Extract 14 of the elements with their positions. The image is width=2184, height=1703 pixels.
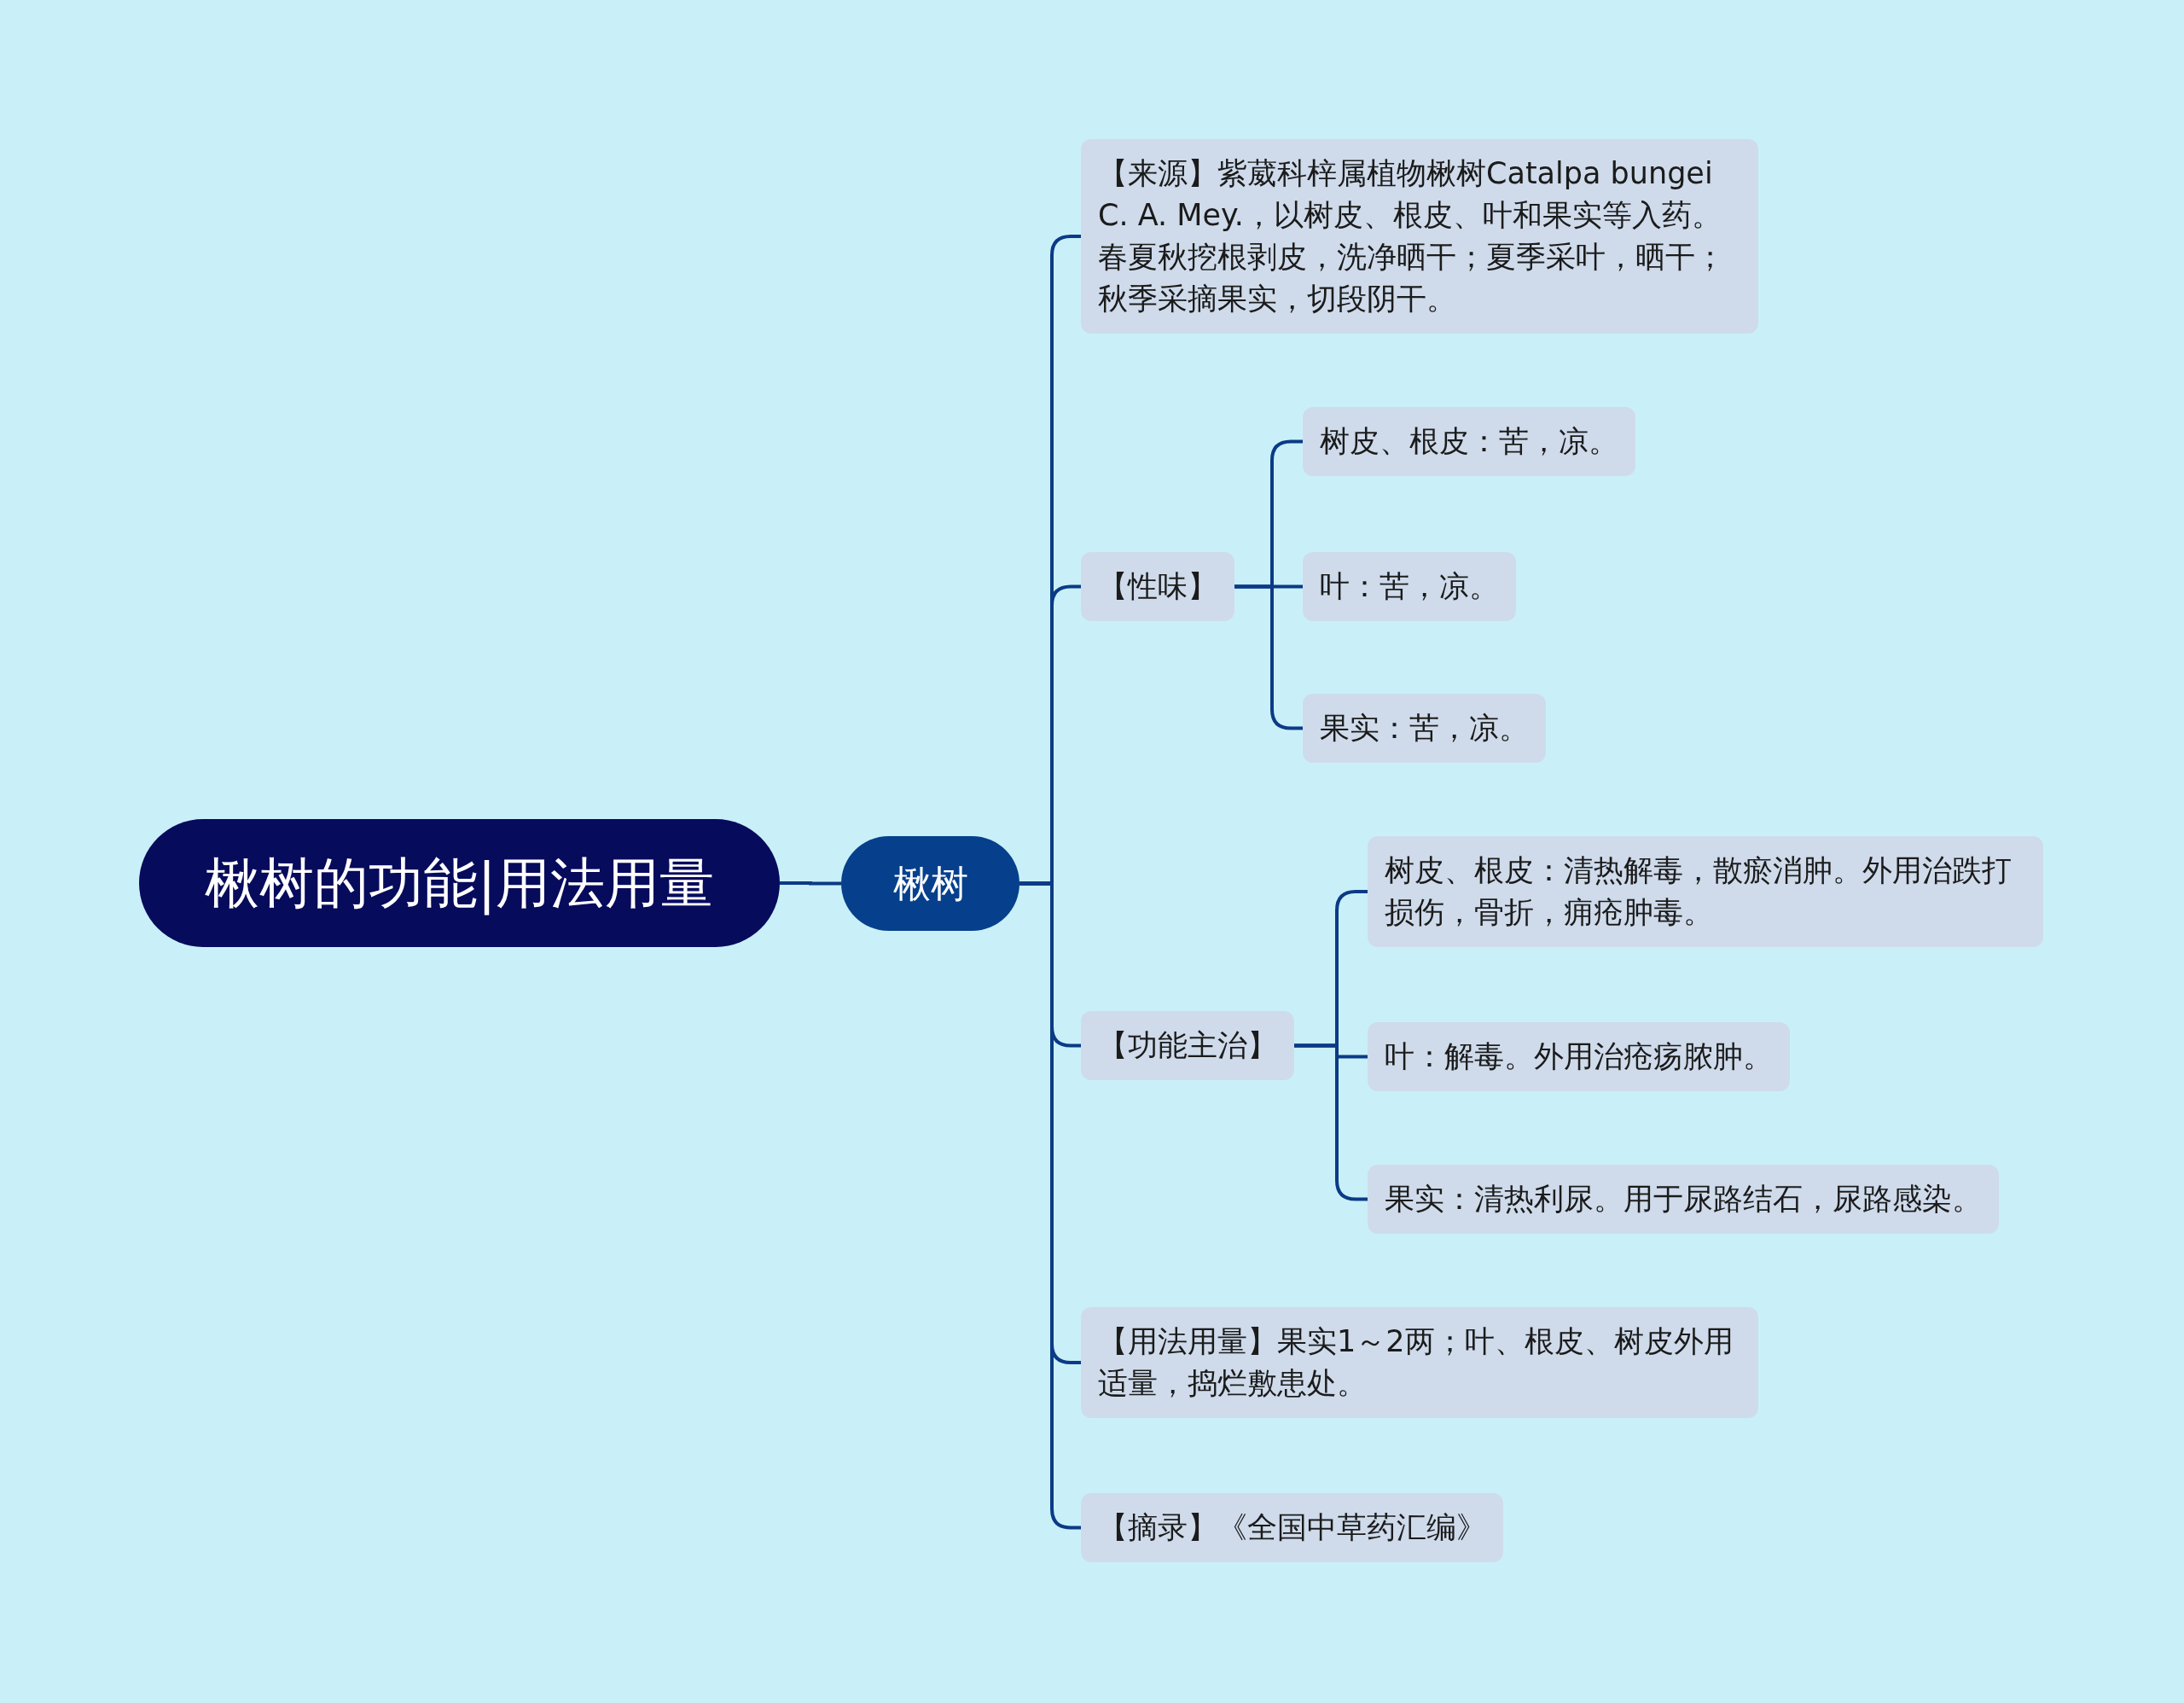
topic-box: 果实：苦，凉。: [1303, 694, 1546, 763]
topic-box: 树皮、根皮：清热解毒，散瘀消肿。外用治跌打损伤，骨折，痈疮肿毒。: [1368, 836, 2043, 947]
topic-box: 【性味】: [1081, 552, 1234, 621]
topic-box: 【功能主治】: [1081, 1011, 1294, 1080]
topic-box: 【摘录】《全国中草药汇编》: [1081, 1493, 1503, 1562]
root-topic: 楸树的功能|用法用量: [139, 819, 780, 947]
topic-box: 【来源】紫葳科梓属植物楸树Catalpa bungei C. A. Mey.，以树皮、根皮、叶和果实等入药。春夏秋挖根剥皮，洗净晒干；夏季采叶，晒干；秋季采摘果实，切段阴干。: [1081, 139, 1758, 334]
topic-box: 果实：清热利尿。用于尿路结石，尿路感染。: [1368, 1165, 1999, 1234]
topic-box: 叶：苦，凉。: [1303, 552, 1516, 621]
main-topic: 楸树: [841, 836, 1019, 931]
topic-box: 【用法用量】果实1～2两；叶、根皮、树皮外用适量，捣烂敷患处。: [1081, 1307, 1758, 1418]
topic-box: 叶：解毒。外用治疮疡脓肿。: [1368, 1022, 1790, 1091]
topic-box: 树皮、根皮：苦，凉。: [1303, 407, 1635, 476]
connector-line: [780, 881, 841, 886]
